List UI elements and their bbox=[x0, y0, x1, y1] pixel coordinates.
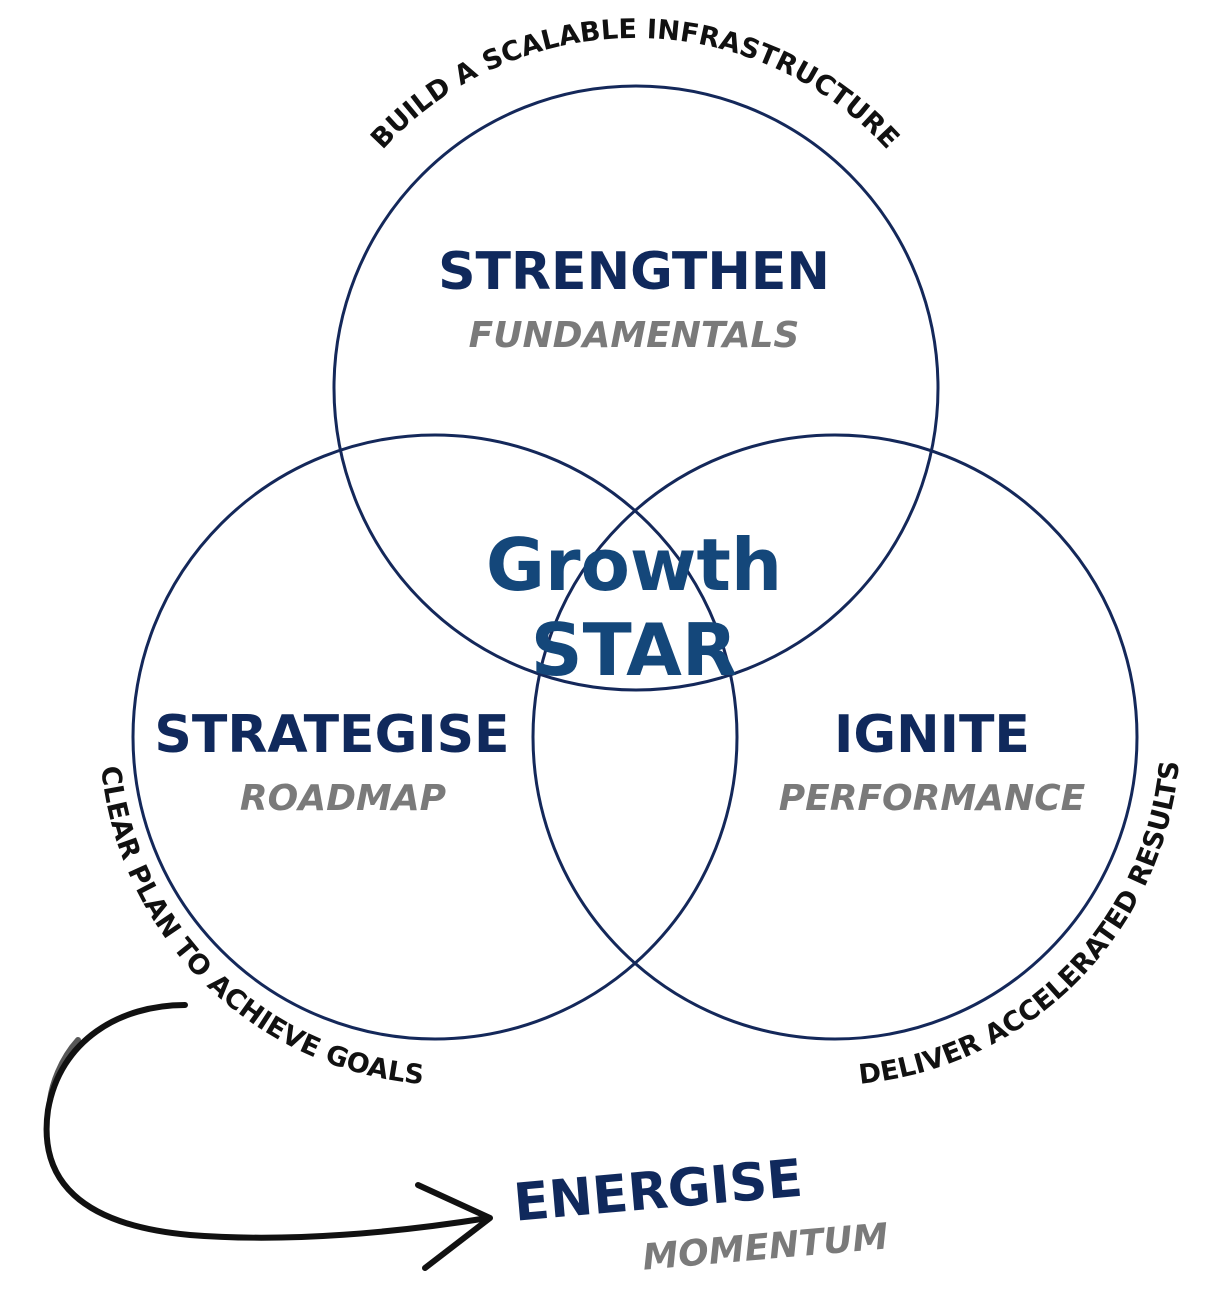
energise-title: ENERGISE bbox=[511, 1149, 805, 1234]
roadmap-subtitle: ROADMAP bbox=[240, 778, 446, 819]
ignite-title: IGNITE bbox=[834, 705, 1030, 765]
momentum-subtitle: MOMENTUM bbox=[641, 1216, 890, 1278]
strategise-title: STRATEGISE bbox=[154, 705, 509, 765]
fundamentals-subtitle: FUNDAMENTALS bbox=[469, 315, 800, 356]
circle-right bbox=[531, 433, 1139, 1041]
circle-left bbox=[131, 433, 739, 1041]
performance-subtitle: PERFORMANCE bbox=[779, 778, 1086, 819]
center-star-label: STAR bbox=[531, 608, 738, 692]
circle-top bbox=[332, 84, 940, 692]
center-growth-label: Growth bbox=[486, 523, 782, 607]
curved-arrow-icon bbox=[43, 1002, 493, 1271]
arc-label-top: BUILD A SCALABLE INFRASTRUCTURE bbox=[365, 14, 905, 155]
strengthen-title: STRENGTHEN bbox=[438, 242, 830, 302]
